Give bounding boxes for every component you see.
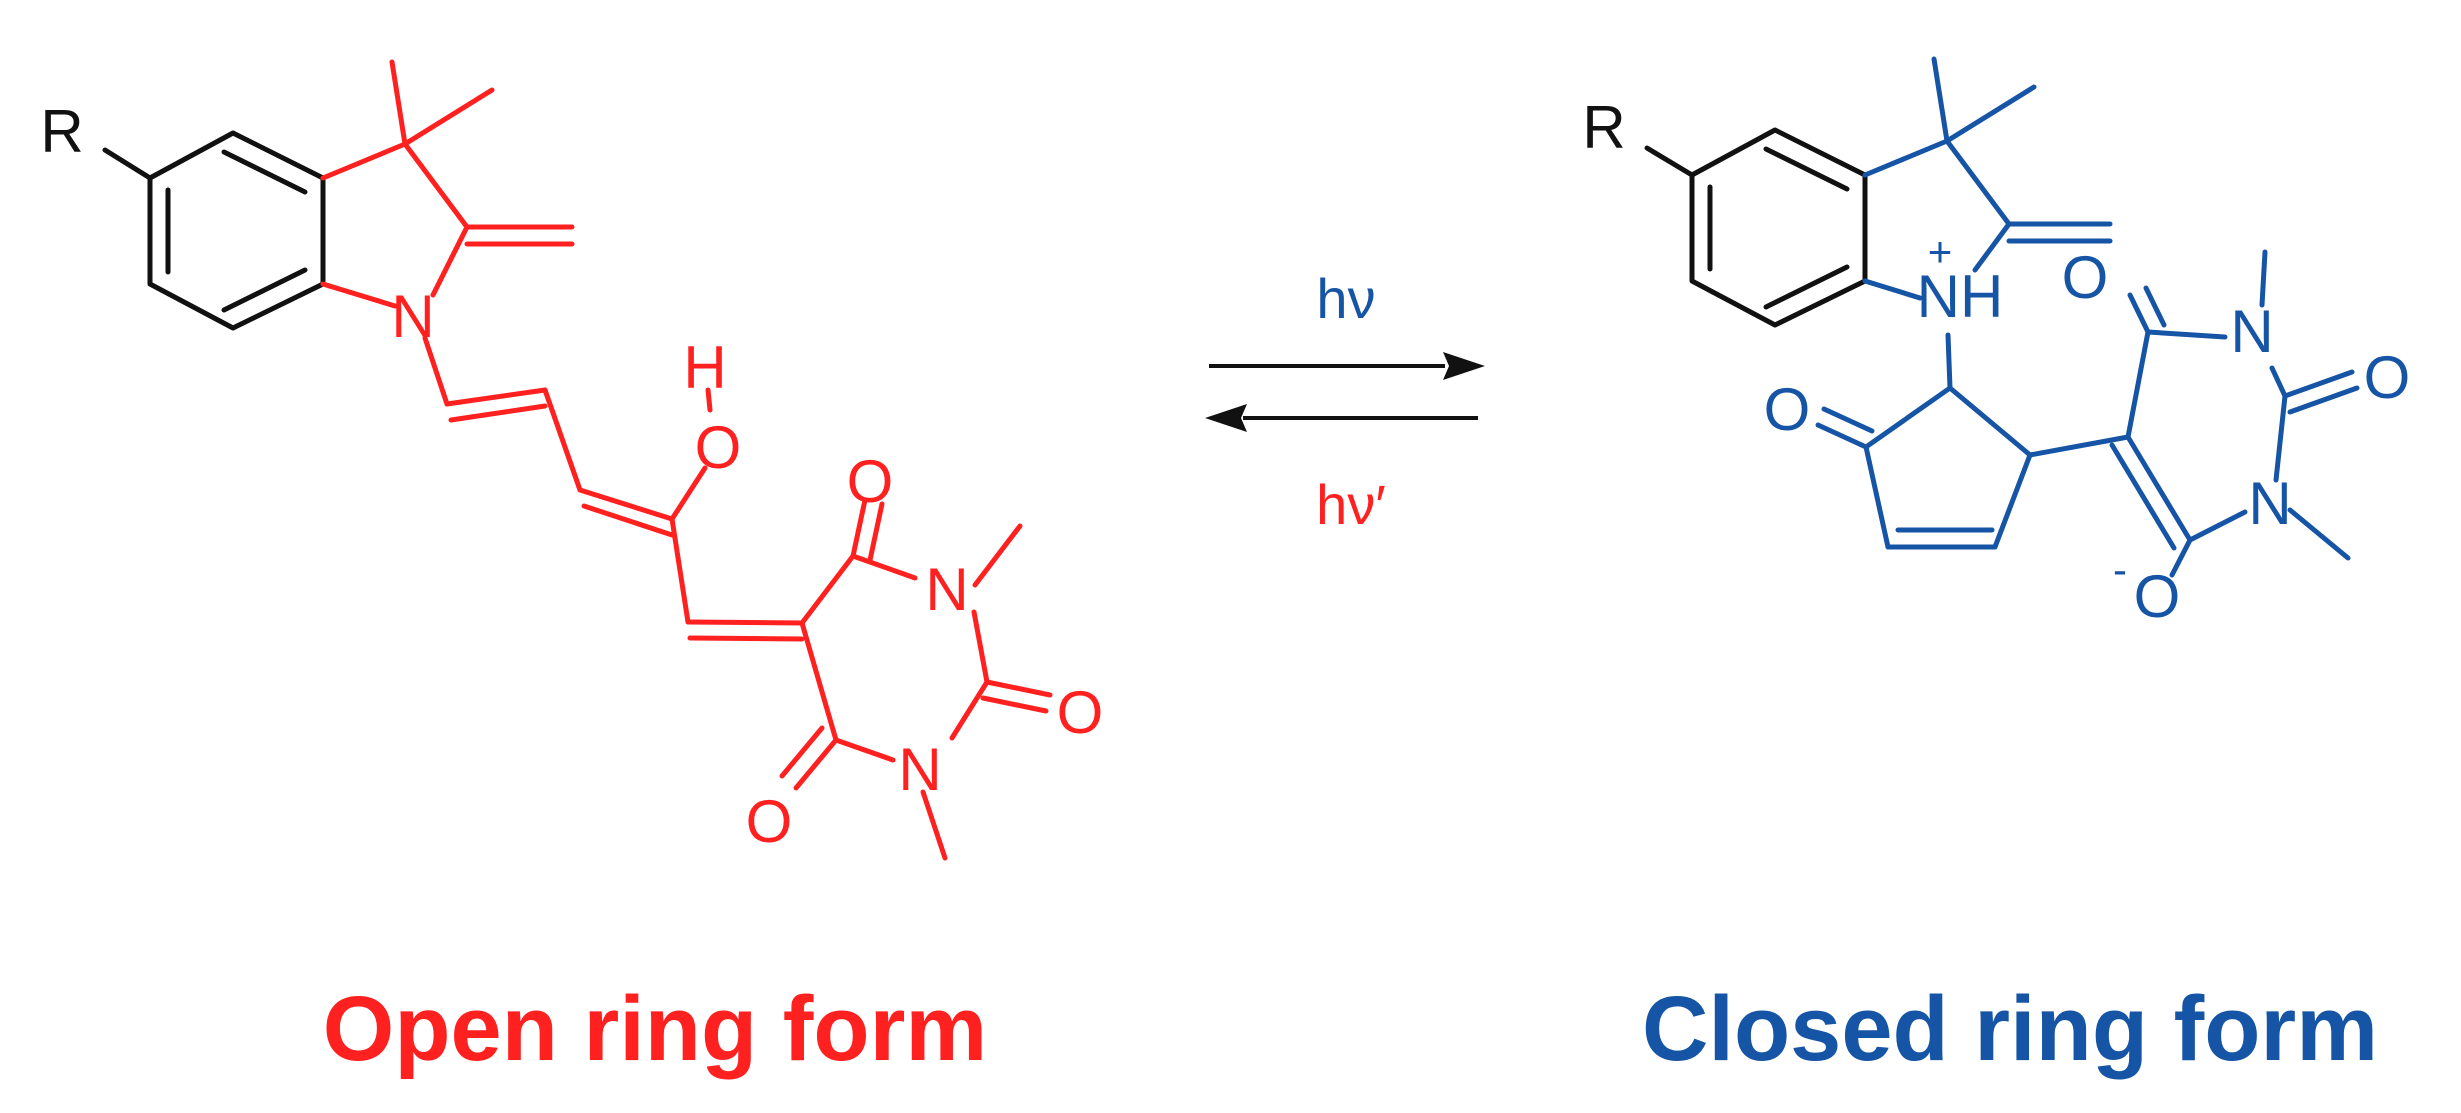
reverse-arrow-head bbox=[1205, 404, 1247, 432]
closed-atom-n-bottom: N bbox=[2248, 470, 2291, 537]
closed-barbiturate-ring bbox=[2109, 249, 2360, 578]
open-benzene-ring bbox=[102, 130, 326, 331]
open-ring-structure bbox=[102, 59, 1053, 861]
closed-methyl-2 bbox=[1944, 84, 2037, 144]
open-atom-n-bottom: N bbox=[898, 736, 941, 803]
closed-atom-nh: NH bbox=[1917, 263, 2004, 330]
closed-c-o-right-2 bbox=[2287, 385, 2360, 415]
closed-form-caption: Closed ring form bbox=[1642, 978, 2378, 1080]
closed-atom-labels: R NH + O N O N O - O bbox=[1582, 94, 2410, 630]
closed-atom-o-top: O bbox=[2062, 244, 2109, 311]
open-indoline-ring bbox=[320, 59, 575, 309]
open-c-oh-bond bbox=[669, 465, 708, 522]
closed-c-o-top-1 bbox=[2127, 292, 2151, 335]
forward-arrow-head bbox=[1443, 352, 1485, 380]
closed-atom-o-cyclopentenone: O bbox=[1764, 376, 1811, 443]
open-r-bond bbox=[102, 147, 153, 181]
closed-indoline-ring bbox=[1862, 56, 2113, 301]
open-c-o-bottom-2 bbox=[779, 725, 825, 779]
open-o-h-bond bbox=[705, 387, 713, 413]
open-atom-o-hydroxyl: O bbox=[695, 414, 742, 481]
closed-ring-structure bbox=[1644, 56, 2360, 578]
closed-cyclopentenone-ring bbox=[1815, 332, 2131, 550]
closed-n-methyl-bottom bbox=[2287, 507, 2351, 561]
closed-c-o-right-1 bbox=[2282, 369, 2355, 399]
open-atom-n-top: N bbox=[925, 556, 968, 623]
open-form-caption: Open ring form bbox=[323, 978, 987, 1080]
open-methyl-2 bbox=[402, 87, 495, 147]
closed-atom-r: R bbox=[1582, 94, 1625, 161]
open-c-o-right-1 bbox=[984, 679, 1053, 698]
closed-atom-o-right: O bbox=[2364, 344, 2411, 411]
open-polyene-chain bbox=[422, 335, 805, 642]
closed-c-o-top-2 bbox=[2143, 285, 2167, 328]
closed-c-o-enolate bbox=[2169, 537, 2193, 578]
open-c-o-top-1 bbox=[850, 497, 868, 559]
forward-condition-label: hν bbox=[1316, 267, 1375, 330]
open-c-o-bottom-1 bbox=[793, 737, 839, 791]
reaction-arrows: hν hν′ bbox=[1205, 267, 1485, 536]
open-n-methyl-top bbox=[972, 523, 1023, 588]
closed-atom-nh-charge: + bbox=[1928, 228, 1953, 275]
open-barbiturate-ring bbox=[779, 497, 1053, 861]
closed-atom-o-enolate: O bbox=[2134, 563, 2181, 630]
open-atom-o-right: O bbox=[1057, 679, 1104, 746]
open-n-methyl-bottom bbox=[920, 789, 948, 861]
open-atom-o-bottom: O bbox=[746, 788, 793, 855]
open-methyl-1 bbox=[389, 59, 408, 147]
open-atom-r: R bbox=[40, 98, 83, 165]
open-c-o-top-2 bbox=[867, 501, 885, 563]
closed-benzene-ring bbox=[1644, 127, 1868, 328]
closed-atom-o-enolate-charge: - bbox=[2113, 546, 2127, 593]
closed-bridge-bond bbox=[2027, 434, 2131, 458]
open-atom-n-indoline: N bbox=[391, 283, 434, 350]
open-atom-o-top: O bbox=[847, 448, 894, 515]
reverse-condition-label: hν′ bbox=[1316, 473, 1386, 536]
closed-c-o-ketone-2 bbox=[1821, 406, 1875, 434]
closed-methyl-1 bbox=[1931, 56, 1950, 144]
open-atom-labels: R N H O O N O N O bbox=[40, 98, 1103, 855]
closed-n-methyl-top bbox=[2259, 249, 2268, 308]
closed-c-o-ketone-1 bbox=[1815, 422, 1869, 450]
open-atom-h-hydroxyl: H bbox=[683, 334, 726, 401]
open-c-o-right-2 bbox=[980, 695, 1049, 714]
closed-atom-n-top: N bbox=[2230, 298, 2273, 365]
closed-r-bond bbox=[1644, 145, 1695, 178]
